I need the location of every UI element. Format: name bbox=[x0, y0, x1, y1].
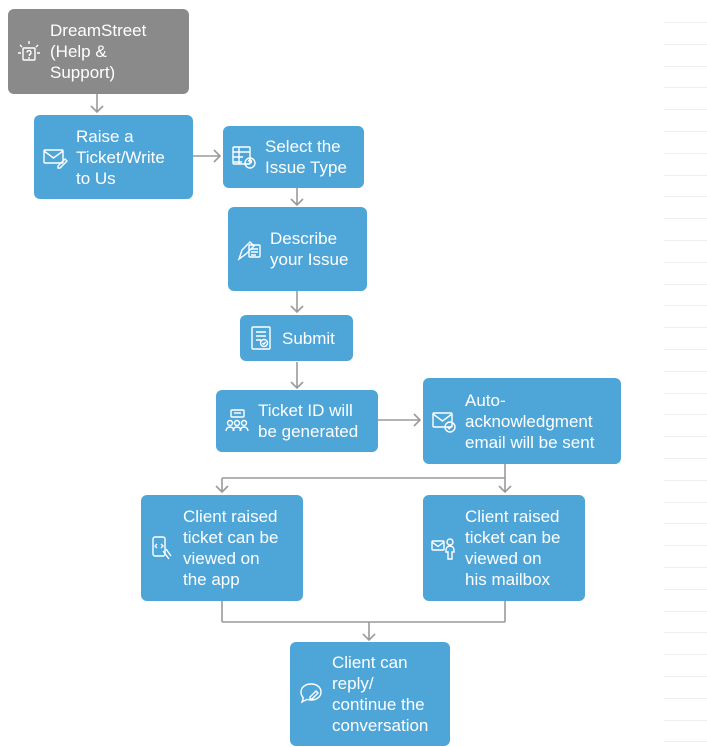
background-rule-line bbox=[664, 196, 707, 197]
mail-edit-icon bbox=[42, 144, 68, 170]
background-rule-line bbox=[664, 175, 707, 176]
connector-describe-submit bbox=[290, 291, 304, 314]
background-rule-line bbox=[664, 305, 707, 306]
hand-writing-icon bbox=[236, 236, 262, 262]
connector-submit-ticket bbox=[290, 362, 304, 390]
background-rule-line bbox=[664, 589, 707, 590]
node-auto-ack: Auto- acknowledgment email will be sent bbox=[423, 378, 621, 464]
node-view-app: Client raised ticket can be viewed on th… bbox=[141, 495, 303, 601]
background-rule-line bbox=[664, 240, 707, 241]
node-submit-label: Submit bbox=[282, 328, 335, 348]
connector-auto-branches bbox=[215, 464, 512, 494]
mobile-tap-icon bbox=[149, 535, 175, 561]
background-rule-line bbox=[664, 44, 707, 45]
background-rule-line bbox=[664, 502, 707, 503]
connector-merge-reply bbox=[221, 601, 506, 642]
node-start-label: DreamStreet (Help & Support) bbox=[50, 21, 147, 82]
mail-check-icon bbox=[431, 408, 457, 434]
document-check-icon bbox=[248, 325, 274, 351]
connector-start-raise bbox=[90, 94, 104, 114]
node-reply: Client can reply/ continue the conversat… bbox=[290, 642, 450, 746]
background-rule-line bbox=[664, 523, 707, 524]
issue-table-icon bbox=[231, 144, 257, 170]
background-rule-line bbox=[664, 654, 707, 655]
background-rule-line bbox=[664, 567, 707, 568]
node-auto-ack-label: Auto- acknowledgment email will be sent bbox=[465, 390, 595, 452]
node-ticket-id-label: Ticket ID will be generated bbox=[258, 401, 359, 441]
background-rule-line bbox=[664, 153, 707, 154]
help-sign-icon bbox=[16, 39, 42, 65]
node-describe-issue: Describe your Issue bbox=[228, 207, 367, 291]
node-ticket-id: Ticket ID will be generated bbox=[216, 390, 378, 452]
node-raise-ticket-label: Raise a Ticket/Write to Us bbox=[76, 126, 165, 188]
node-raise-ticket: Raise a Ticket/Write to Us bbox=[34, 115, 193, 199]
background-rule-line bbox=[664, 676, 707, 677]
background-rule-line bbox=[664, 22, 707, 23]
background-rule-line bbox=[664, 698, 707, 699]
background-rule-line bbox=[664, 218, 707, 219]
background-rule-line bbox=[664, 66, 707, 67]
node-select-issue: Select the Issue Type bbox=[223, 126, 364, 188]
background-rule-line bbox=[664, 611, 707, 612]
background-rule-line bbox=[664, 371, 707, 372]
background-rule-line bbox=[664, 741, 707, 742]
background-rule-line bbox=[664, 458, 707, 459]
node-select-issue-label: Select the Issue Type bbox=[265, 137, 347, 177]
background-rule-line bbox=[664, 109, 707, 110]
node-describe-issue-label: Describe your Issue bbox=[270, 229, 349, 269]
background-rule-line bbox=[664, 480, 707, 481]
node-view-app-label: Client raised ticket can be viewed on th… bbox=[183, 507, 279, 589]
background-rule-line bbox=[664, 414, 707, 415]
node-view-mailbox-label: Client raised ticket can be viewed on hi… bbox=[465, 507, 561, 589]
background-rule-line bbox=[664, 262, 707, 263]
node-reply-label: Client can reply/ continue the conversat… bbox=[332, 653, 429, 735]
background-rule-line bbox=[664, 131, 707, 132]
background-rule-line bbox=[664, 436, 707, 437]
background-rule-line bbox=[664, 720, 707, 721]
connector-ticket-auto bbox=[378, 413, 422, 427]
background-rule-line bbox=[664, 632, 707, 633]
node-start: DreamStreet (Help & Support) bbox=[8, 9, 189, 94]
ticket-people-icon bbox=[224, 408, 250, 434]
mail-person-icon bbox=[431, 535, 457, 561]
background-rule-line bbox=[664, 284, 707, 285]
background-rule-line bbox=[664, 87, 707, 88]
background-rule-line bbox=[664, 545, 707, 546]
chat-bubble-icon bbox=[298, 681, 324, 707]
background-rule-line bbox=[664, 327, 707, 328]
node-view-mailbox: Client raised ticket can be viewed on hi… bbox=[423, 495, 585, 601]
connector-select-describe bbox=[290, 188, 304, 207]
connector-raise-select bbox=[193, 149, 222, 163]
background-rule-line bbox=[664, 393, 707, 394]
node-submit: Submit bbox=[240, 315, 353, 361]
background-rule-line bbox=[664, 349, 707, 350]
